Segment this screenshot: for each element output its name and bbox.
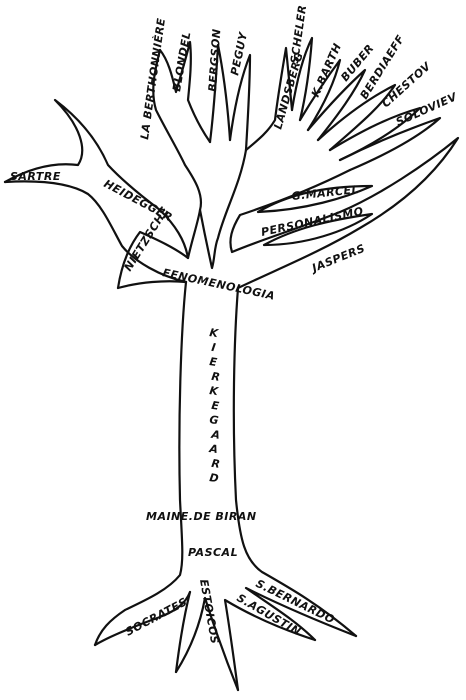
label-scheler: SCHELER: [288, 4, 309, 64]
kierkegaard-letter: I: [211, 341, 217, 355]
kierkegaard-letter: K: [209, 384, 221, 398]
label-gmarcel: G.MARCEL: [291, 183, 360, 203]
kierkegaard-letter: D: [209, 471, 220, 485]
tree-outline: [3, 36, 460, 692]
label-bergson: BERGSON: [206, 28, 223, 92]
root-socrates: [93, 590, 192, 647]
crown-inner-v: [198, 148, 248, 270]
branch-kbarth: [298, 58, 342, 132]
trunk-left-edge: [93, 280, 188, 647]
label-peguy: PEGUY: [228, 30, 250, 76]
kierkegaard-letter: R: [211, 370, 222, 384]
label-socrates: SOCRATES: [123, 595, 189, 639]
label-mainedebiran: MAINE.DE BIRAN: [146, 510, 257, 523]
label-fenomenologia: FENOMENOLOGIA: [161, 266, 276, 303]
branch-heidegger-upper: [3, 180, 188, 284]
kierkegaard-letter: K: [209, 326, 221, 340]
branch-peguy: [228, 53, 252, 152]
branch-soloviev: [338, 116, 442, 172]
label-nietzsche: NIETZSCHE: [122, 204, 172, 273]
branch-berdiaeff: [316, 83, 397, 152]
branch-buber: [306, 68, 367, 142]
branch-nietzsche: [116, 208, 190, 290]
kierkegaard-letter: E: [211, 399, 221, 413]
crown-base-join: [116, 280, 188, 290]
branch-bergson: [208, 43, 232, 144]
label-sartre: SARTRE: [10, 170, 61, 183]
branch-sartre-tip: [3, 98, 162, 212]
label-jaspers: JASPERS: [308, 242, 367, 276]
branch-jaspers: [229, 136, 460, 290]
label-pascal: PASCAL: [188, 546, 238, 559]
label-kbarth: K.BARTH: [309, 41, 344, 99]
root-left-inner: [174, 590, 192, 674]
root-estoicos: [174, 596, 240, 692]
trunk-right-edge: [232, 286, 358, 638]
branch-berthonniere: [158, 40, 212, 144]
root-agustin-inner: [223, 598, 317, 692]
kierkegaard-letter: R: [211, 457, 222, 471]
kierkegaard-letter: A: [208, 442, 220, 456]
label-estoicos: ESTOICOS: [197, 578, 221, 645]
label-berthonniere: LA BERTHONNIÈRE: [137, 17, 168, 141]
kierkegaard-letter: A: [210, 428, 222, 442]
kierkegaard-letter: E: [209, 355, 219, 369]
crown-left-edge: [152, 48, 203, 260]
root-bernardo-inner: [244, 586, 358, 642]
branch-landsberg: [244, 46, 294, 152]
branch-personalismo: [262, 212, 374, 247]
kierkegaard-letter: G: [209, 413, 220, 427]
branch-scheler: [290, 36, 314, 122]
